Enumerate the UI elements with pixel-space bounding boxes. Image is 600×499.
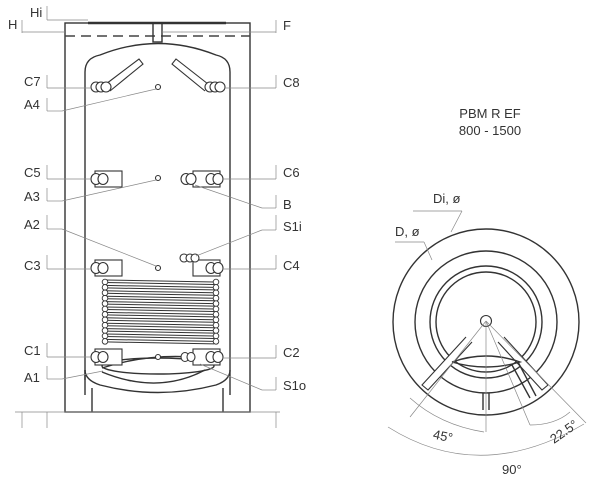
model-range: 800 - 1500	[459, 123, 521, 138]
label-angle-22-5: 22.5°	[547, 417, 581, 447]
coil-turn	[104, 279, 215, 285]
coil-tube-end	[212, 316, 220, 324]
sensor-A4	[154, 83, 162, 91]
label-C3: C3	[24, 258, 41, 273]
coil-tube-end	[212, 311, 220, 318]
sensor-A1	[154, 353, 162, 361]
coil-tube-end	[101, 338, 109, 345]
coil-tube-end	[101, 284, 109, 291]
coil-turn	[104, 333, 215, 339]
coil-tube-end	[101, 311, 109, 318]
coil-tube-end	[101, 327, 109, 334]
heat-exchanger-coil	[101, 278, 220, 345]
coil-tube-end	[212, 300, 220, 307]
coil-tube-end	[101, 300, 109, 307]
coil-tube-end	[101, 316, 109, 324]
label-H: H	[8, 17, 17, 32]
port-C8	[171, 58, 226, 93]
sensor-A2	[154, 264, 162, 272]
side-view-labels: Hi H C7 A4 C5 A3 A2 C3 C1 A1 F C8 C6 B S…	[8, 5, 306, 393]
label-A1: A1	[24, 370, 40, 385]
coil-tube-end	[212, 294, 220, 302]
label-A4: A4	[24, 97, 40, 112]
tank-side-view	[64, 21, 251, 413]
coil-turn	[104, 295, 215, 302]
coil-tube-end	[212, 278, 220, 286]
coil-turn	[104, 338, 215, 345]
coil-tube-end	[212, 332, 220, 340]
label-C4: C4	[283, 258, 300, 273]
label-C7: C7	[24, 74, 41, 89]
label-S1o: S1o	[283, 378, 306, 393]
coil-tube-end	[101, 289, 109, 297]
coil-tube-end	[101, 278, 109, 286]
coil-tube-end	[101, 321, 109, 329]
coil-tube-end	[101, 332, 109, 340]
label-Hi: Hi	[30, 5, 42, 20]
coil-turn	[104, 328, 215, 334]
coil-tube-end	[212, 338, 220, 345]
tank-top-view: Di, ø D, ø 45° 22.5° 90°	[387, 191, 587, 477]
label-C8: C8	[283, 75, 300, 90]
port-C7	[90, 58, 144, 93]
coil-tube-end	[212, 321, 220, 329]
coil-tube-end	[212, 289, 220, 297]
label-C6: C6	[283, 165, 300, 180]
inner-vessel	[84, 42, 231, 395]
coil-turn	[104, 290, 215, 296]
label-B: B	[283, 197, 292, 212]
coil-turn	[104, 284, 215, 291]
label-A2: A2	[24, 217, 40, 232]
label-C1: C1	[24, 343, 41, 358]
label-A3: A3	[24, 189, 40, 204]
coil-turn	[104, 322, 215, 329]
coil-tube-end	[101, 294, 109, 302]
sensor-A3	[154, 174, 162, 182]
label-F: F	[283, 18, 291, 33]
flange-port	[152, 22, 163, 43]
coil-turn	[104, 311, 215, 318]
model-title: PBM R EF	[459, 106, 520, 121]
label-angle-90: 90°	[502, 462, 522, 477]
coil-turn	[104, 306, 215, 312]
coil-turn	[104, 301, 215, 307]
label-C5: C5	[24, 165, 41, 180]
label-diameter: D, ø	[395, 224, 420, 239]
label-angle-45: 45°	[432, 427, 454, 446]
coil-tube-end	[212, 305, 220, 313]
label-C2: C2	[283, 345, 300, 360]
leader-lines	[15, 6, 280, 428]
label-inner-diameter: Di, ø	[433, 191, 461, 206]
coil-tube-end	[212, 284, 220, 291]
coil-tube-end	[212, 327, 220, 334]
coil-tube-end	[101, 305, 109, 313]
label-S1i: S1i	[283, 219, 302, 234]
coil-turn	[104, 317, 215, 323]
